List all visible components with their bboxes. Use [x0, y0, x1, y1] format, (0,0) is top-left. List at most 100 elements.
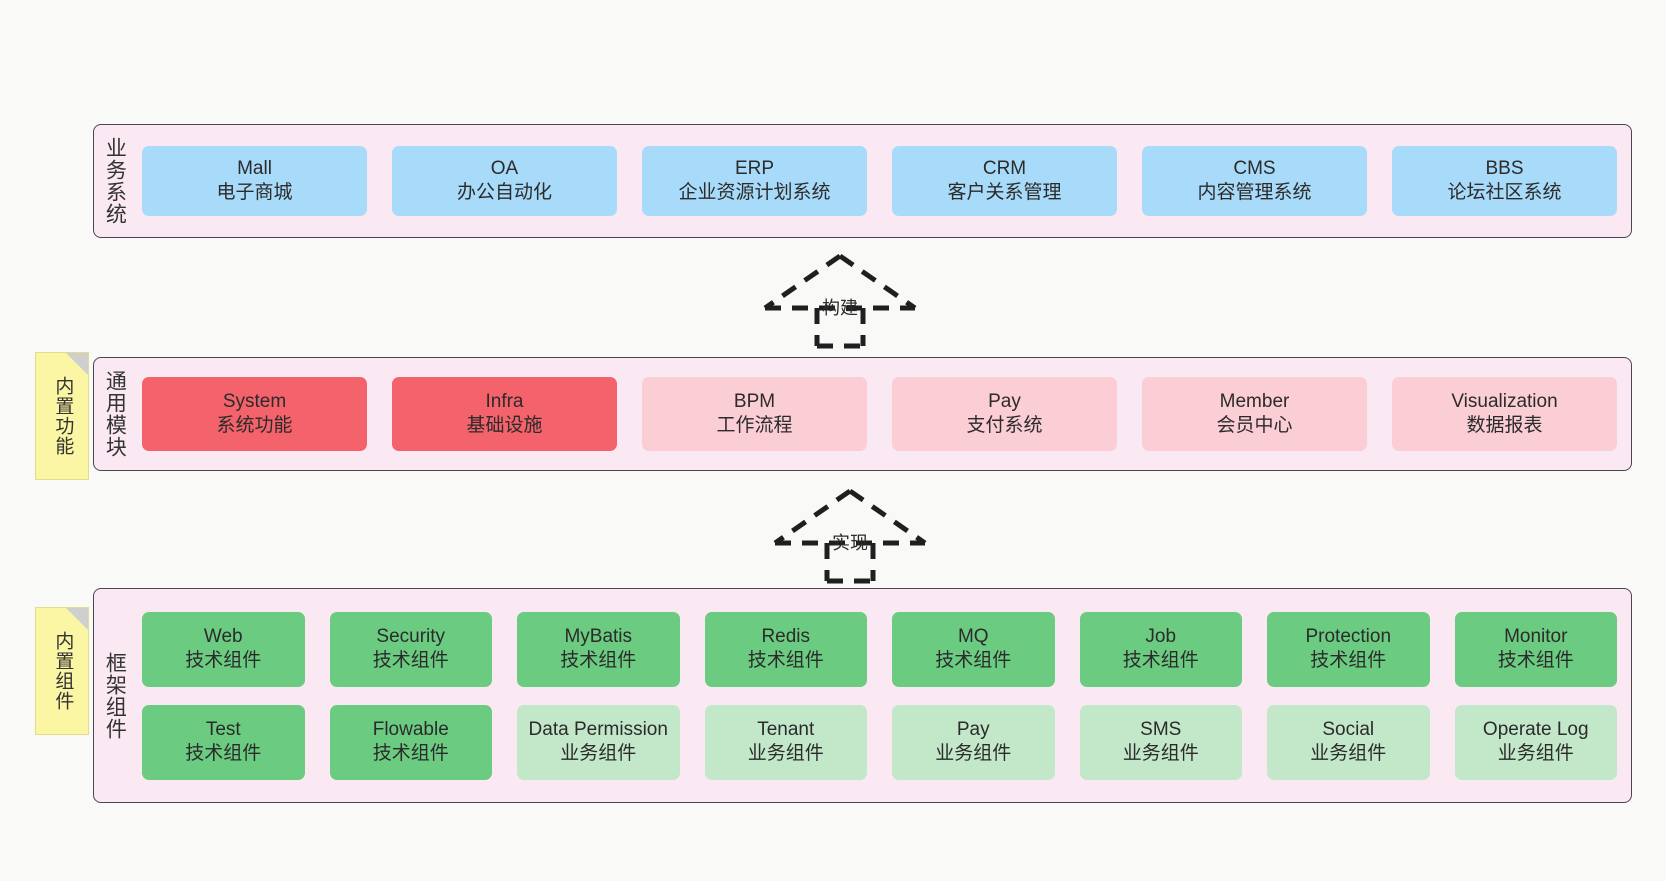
- module-card-web[interactable]: Web 技术组件: [142, 611, 305, 687]
- module-card-subtitle: 会员中心: [1216, 415, 1293, 436]
- module-card-subtitle: 技术组件: [372, 743, 449, 764]
- module-card-crm[interactable]: CRM 客户关系管理: [892, 146, 1117, 216]
- module-card-title: Mall: [237, 157, 272, 179]
- module-card-cms[interactable]: CMS 内容管理系统: [1142, 146, 1367, 216]
- module-card-subtitle: 系统功能: [216, 415, 293, 436]
- module-card-subtitle: 技术组件: [747, 650, 824, 671]
- module-card-title: Member: [1219, 390, 1290, 412]
- module-card-subtitle: 技术组件: [185, 743, 262, 764]
- module-card-subtitle: 业务组件: [1310, 743, 1387, 764]
- module-card-subtitle: 论坛社区系统: [1447, 182, 1562, 203]
- module-card-pay-business[interactable]: Pay 业务组件: [892, 704, 1055, 780]
- module-card-subtitle: 技术组件: [935, 650, 1012, 671]
- note-fold-corner-icon: [66, 353, 88, 375]
- module-card-redis[interactable]: Redis 技术组件: [704, 611, 867, 687]
- note-builtin-component-label: 内置组件: [52, 631, 74, 711]
- module-card-bbs[interactable]: BBS 论坛社区系统: [1392, 146, 1617, 216]
- module-card-title: Operate Log: [1482, 718, 1589, 740]
- module-card-title: System: [222, 390, 287, 412]
- module-card-tenant[interactable]: Tenant 业务组件: [704, 704, 867, 780]
- module-card-subtitle: 办公自动化: [456, 182, 552, 203]
- module-card-operate-log[interactable]: Operate Log 业务组件: [1454, 704, 1617, 780]
- module-card-subtitle: 技术组件: [1497, 650, 1574, 671]
- module-card-sms[interactable]: SMS 业务组件: [1079, 704, 1242, 780]
- module-card-infra[interactable]: Infra 基础设施: [392, 377, 617, 451]
- module-card-subtitle: 业务组件: [560, 743, 637, 764]
- layer-business-systems-label: 业务系统: [103, 137, 127, 225]
- layer-business-systems-body: Mall 电子商城 OA 办公自动化 ERP 企业资源计划系统 CRM 客户关系…: [134, 125, 1631, 237]
- arrow-build-icon: [763, 253, 917, 349]
- module-card-subtitle: 支付系统: [966, 415, 1043, 436]
- module-card-subtitle: 业务组件: [747, 743, 824, 764]
- layer-common-modules: 通用模块 System 系统功能 Infra 基础设施 BPM 工作流程 Pay…: [93, 357, 1632, 471]
- module-card-title: SMS: [1140, 718, 1182, 740]
- module-card-subtitle: 内容管理系统: [1197, 182, 1312, 203]
- module-card-title: Monitor: [1504, 625, 1568, 647]
- module-card-subtitle: 企业资源计划系统: [678, 182, 831, 203]
- module-card-title: Social: [1322, 718, 1375, 740]
- module-card-mybatis[interactable]: MyBatis 技术组件: [517, 611, 680, 687]
- module-card-title: Flowable: [372, 718, 449, 740]
- module-card-social[interactable]: Social 业务组件: [1267, 704, 1430, 780]
- module-card-title: Infra: [485, 390, 524, 412]
- module-card-title: OA: [490, 157, 519, 179]
- module-card-subtitle: 技术组件: [1122, 650, 1199, 671]
- module-card-title: Pay: [988, 390, 1021, 412]
- arrow-build-label: 构建: [822, 298, 858, 318]
- layer-framework-row-tech: Web 技术组件 Security 技术组件 MyBatis 技术组件 Redi…: [142, 611, 1617, 687]
- module-card-protection[interactable]: Protection 技术组件: [1267, 611, 1430, 687]
- module-card-mq[interactable]: MQ 技术组件: [892, 611, 1055, 687]
- module-card-title: MyBatis: [564, 625, 633, 647]
- module-card-title: Pay: [956, 718, 990, 740]
- module-card-subtitle: 基础设施: [466, 415, 543, 436]
- layer-common-modules-body: System 系统功能 Infra 基础设施 BPM 工作流程 Pay 支付系统…: [134, 358, 1631, 470]
- module-card-title: Security: [376, 625, 446, 647]
- module-card-oa[interactable]: OA 办公自动化: [392, 146, 617, 216]
- layer-framework-row-business: Test 技术组件 Flowable 技术组件 Data Permission …: [142, 704, 1617, 780]
- module-card-system[interactable]: System 系统功能: [142, 377, 367, 451]
- module-card-data-permission[interactable]: Data Permission 业务组件: [517, 704, 680, 780]
- note-builtin-function-label: 内置功能: [52, 376, 74, 456]
- module-card-title: Test: [205, 718, 241, 740]
- module-card-member[interactable]: Member 会员中心: [1142, 377, 1367, 451]
- module-card-title: MQ: [957, 625, 989, 647]
- module-card-title: CRM: [982, 157, 1027, 179]
- module-card-visualization[interactable]: Visualization 数据报表: [1392, 377, 1617, 451]
- module-card-subtitle: 技术组件: [1310, 650, 1387, 671]
- module-card-title: Data Permission: [528, 718, 668, 740]
- layer-business-systems: 业务系统 Mall 电子商城 OA 办公自动化 ERP 企业资源计划系统 CRM…: [93, 124, 1632, 238]
- module-card-subtitle: 技术组件: [560, 650, 637, 671]
- module-card-title: ERP: [734, 157, 775, 179]
- layer-framework-components-body: Web 技术组件 Security 技术组件 MyBatis 技术组件 Redi…: [134, 589, 1631, 802]
- module-card-subtitle: 技术组件: [372, 650, 449, 671]
- module-card-subtitle: 工作流程: [716, 415, 793, 436]
- module-card-subtitle: 业务组件: [1122, 743, 1199, 764]
- layer-business-row: Mall 电子商城 OA 办公自动化 ERP 企业资源计划系统 CRM 客户关系…: [142, 146, 1617, 216]
- layer-framework-components: 框架组件 Web 技术组件 Security 技术组件 MyBatis 技术组件…: [93, 588, 1632, 803]
- module-card-title: Visualization: [1451, 390, 1558, 412]
- note-builtin-component: 内置组件: [35, 607, 89, 735]
- module-card-test[interactable]: Test 技术组件: [142, 704, 305, 780]
- note-builtin-function: 内置功能: [35, 352, 89, 480]
- module-card-title: Job: [1145, 625, 1177, 647]
- module-card-title: BBS: [1485, 157, 1524, 179]
- module-card-job[interactable]: Job 技术组件: [1079, 611, 1242, 687]
- module-card-title: Tenant: [757, 718, 815, 740]
- layer-common-modules-label: 通用模块: [103, 370, 127, 458]
- module-card-subtitle: 数据报表: [1466, 415, 1543, 436]
- module-card-title: Web: [203, 625, 243, 647]
- module-card-bpm[interactable]: BPM 工作流程: [642, 377, 867, 451]
- module-card-monitor[interactable]: Monitor 技术组件: [1454, 611, 1617, 687]
- module-card-subtitle: 业务组件: [935, 743, 1012, 764]
- module-card-subtitle: 业务组件: [1497, 743, 1574, 764]
- module-card-erp[interactable]: ERP 企业资源计划系统: [642, 146, 867, 216]
- layer-framework-components-label: 框架组件: [103, 651, 127, 740]
- module-card-mall[interactable]: Mall 电子商城: [142, 146, 367, 216]
- module-card-title: CMS: [1233, 157, 1276, 179]
- module-card-security[interactable]: Security 技术组件: [329, 611, 492, 687]
- module-card-flowable[interactable]: Flowable 技术组件: [329, 704, 492, 780]
- module-card-title: BPM: [733, 390, 776, 412]
- module-card-title: Protection: [1305, 625, 1392, 647]
- module-card-subtitle: 电子商城: [216, 182, 293, 203]
- module-card-pay[interactable]: Pay 支付系统: [892, 377, 1117, 451]
